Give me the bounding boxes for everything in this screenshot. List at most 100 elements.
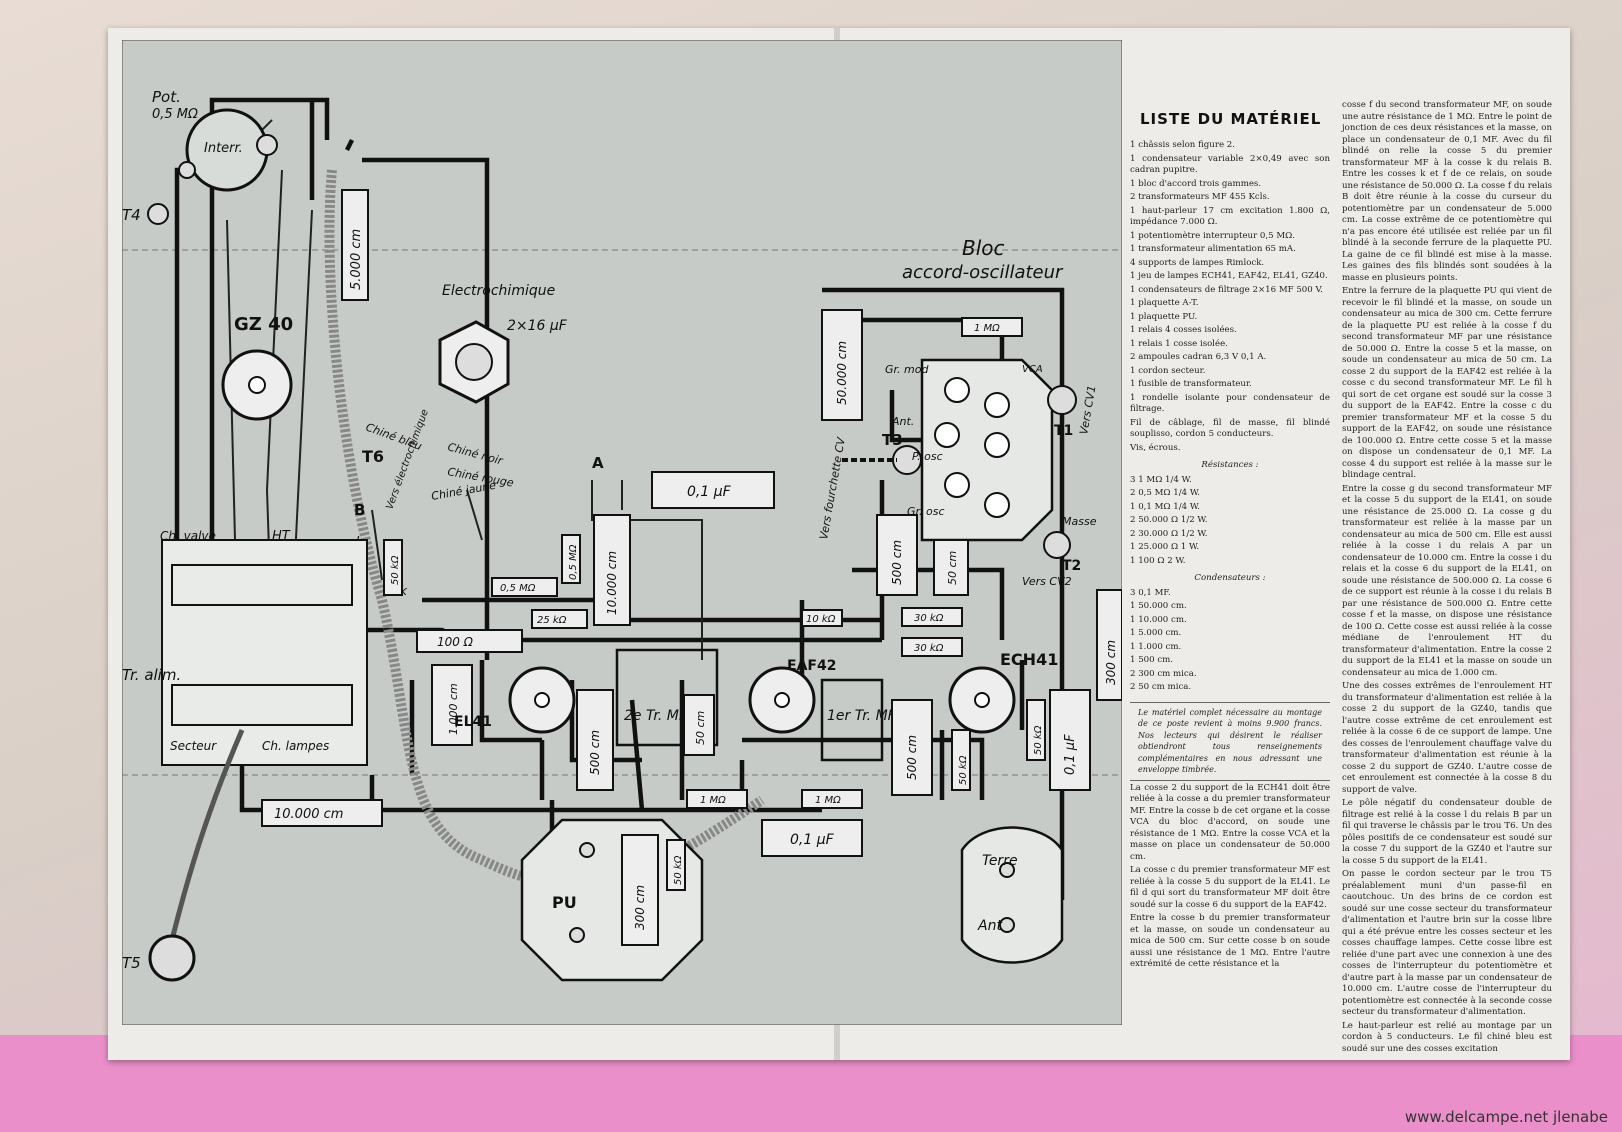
- coil-block: [920, 358, 1054, 542]
- resistor-25k-label: 25 kΩ: [537, 615, 567, 626]
- material-item: 1 bloc d'accord trois gammes.: [1130, 178, 1262, 189]
- ch-lampes-label: Ch. lampes: [262, 739, 329, 753]
- capacitor-50000cm: [821, 309, 863, 421]
- capacitor-10000cm-b: [593, 514, 631, 626]
- resistor-50k-d: [1026, 699, 1046, 761]
- capacitor-10000cm-b-label: 10.000 cm: [605, 551, 619, 615]
- resistor-10k-label: 10 kΩ: [806, 614, 836, 625]
- pot-label: Pot.: [152, 88, 181, 106]
- resistor-1m-a: [686, 789, 748, 809]
- first-if-transformer: [820, 678, 884, 762]
- capacitor-300cm-a: [621, 834, 659, 946]
- electrochimique-value: 2×16 μF: [507, 318, 568, 334]
- t1-label: T1: [1054, 423, 1073, 439]
- capacitor-50cm-b-label: 50 cm: [946, 551, 959, 585]
- capacitor-5000cm: [341, 189, 369, 301]
- condensateur-item: 2 300 cm mica.: [1130, 668, 1197, 679]
- gz40-label: GZ 40: [234, 314, 293, 335]
- ech41-label: ECH41: [1000, 650, 1058, 669]
- material-item: 2 ampoules cadran 6,3 V 0,1 A.: [1130, 352, 1267, 362]
- resistor-30k-b-label: 30 kΩ: [914, 643, 944, 654]
- ht-label: HT: [272, 529, 291, 544]
- resistor-50k-b-label: 50 kΩ: [673, 855, 684, 885]
- secteur-label: Secteur: [170, 739, 217, 753]
- article-column-1: 1 châssis selon figure 2.1 condensateur …: [1130, 140, 1330, 973]
- terre-label: Terre: [982, 853, 1018, 869]
- capacitor-500cm-b: [876, 514, 918, 596]
- capacitor-300cm-b: [1096, 589, 1122, 701]
- material-item: Vis, écrous.: [1130, 442, 1181, 453]
- capacitor-300cm-a-label: 300 cm: [633, 885, 647, 930]
- power-transformer: [161, 539, 368, 766]
- material-item: 1 jeu de lampes ECH41, EAF42, EL41, GZ40…: [1130, 271, 1328, 281]
- capacitor-10000cm-label: 10.000 cm: [274, 807, 343, 822]
- material-item: Fil de câblage, fil de masse, fil blindé…: [1130, 417, 1330, 440]
- t1-hole: [1047, 385, 1077, 415]
- article-paragraph: Entre la cosse b du premier transformate…: [1130, 913, 1330, 969]
- article-paragraph: On passe le cordon secteur par le trou T…: [1342, 869, 1552, 1017]
- interr-label: Interr.: [204, 141, 243, 156]
- capacitor-01uf-c: [1049, 689, 1091, 791]
- vers-cv2-label: Vers CV2: [1022, 575, 1072, 588]
- bloc-label: Bloc: [962, 236, 1005, 260]
- capacitor-10000cm: [261, 799, 383, 827]
- capacitor-50cm-a: [683, 694, 715, 756]
- ch-valve-label: Ch. valve: [160, 529, 216, 543]
- relay-a-label: A: [592, 454, 604, 472]
- resistor-05m-b-label: 0,5 MΩ: [568, 544, 579, 580]
- material-item: 1 transformateur alimentation 65 mA.: [1130, 244, 1296, 254]
- t4-hole: [147, 203, 169, 225]
- ant-label: Ant: [977, 918, 1002, 934]
- resistor-50k-a: [383, 539, 403, 596]
- condensateur-item: 1 5.000 cm.: [1130, 628, 1182, 638]
- mains-cord: [169, 729, 245, 941]
- condensateurs-heading: Condensateurs :: [1194, 573, 1266, 583]
- resistor-30k-a-label: 30 kΩ: [914, 613, 944, 624]
- el41-label: EL41: [454, 714, 492, 730]
- capacitor-50cm-b: [933, 539, 969, 596]
- t4-label: T4: [122, 206, 141, 224]
- resistor-1m-a-label: 1 MΩ: [700, 795, 726, 806]
- capacitor-5000cm-label: 5.000 cm: [349, 229, 364, 290]
- material-item: 1 plaquette A-T.: [1130, 298, 1199, 308]
- capacitor-500cm-a: [576, 689, 614, 791]
- resistor-100-label: 100 Ω: [437, 635, 474, 649]
- material-item: 2 transformateurs MF 455 Kcls.: [1130, 192, 1270, 202]
- material-item: 1 potentiomètre interrupteur 0,5 MΩ.: [1130, 230, 1295, 241]
- capacitor-500cm-a-label: 500 cm: [588, 730, 602, 775]
- resistor-05m-a: [491, 577, 558, 597]
- capacitor-50000cm-label: 50.000 cm: [835, 341, 849, 405]
- electrochimique-capacitor: [438, 320, 510, 404]
- article-paragraph: La cosse 2 du support de la ECH41 doit ê…: [1130, 782, 1330, 862]
- capacitor-500cm-c: [891, 699, 933, 796]
- resistor-10k: [801, 609, 843, 627]
- vca-label: VCA: [1022, 364, 1043, 375]
- resistance-item: 1 0,1 MΩ 1/4 W.: [1130, 501, 1200, 512]
- condensateur-item: 1 50.000 cm.: [1130, 601, 1187, 611]
- resistor-30k-b: [901, 637, 963, 657]
- resistor-50k-b: [666, 839, 686, 891]
- resistance-item: 3 1 MΩ 1/4 W.: [1130, 474, 1192, 485]
- electrochimique-label: Electrochimique: [442, 283, 555, 299]
- article-title: LISTE DU MATÉRIEL: [1140, 110, 1322, 128]
- potentiometer: [178, 108, 278, 192]
- eaf42-socket: [748, 666, 816, 734]
- power-transformer-terminals-bottom: [171, 684, 353, 726]
- material-item: 1 condensateurs de filtrage 2×16 MF 500 …: [1130, 284, 1323, 295]
- material-item: 1 plaquette PU.: [1130, 311, 1198, 322]
- first-if-label: 1er Tr. MF: [827, 708, 897, 724]
- eaf42-label: EAF42: [787, 658, 836, 674]
- second-if-label: 2e Tr. MF: [624, 708, 688, 724]
- resistor-50k-d-label: 50 kΩ: [1033, 725, 1044, 755]
- condensateur-item: 1 10.000 cm.: [1130, 614, 1187, 625]
- material-item: 1 condensateur variable 2×0,49 avec son …: [1130, 153, 1330, 176]
- resistance-item: 2 50.000 Ω 1/2 W.: [1130, 515, 1208, 525]
- power-transformer-terminals-top: [171, 564, 353, 606]
- resistances-heading: Résistances :: [1201, 460, 1259, 470]
- pot-value-label: 0,5 MΩ: [152, 107, 198, 122]
- resistor-25k: [531, 609, 588, 629]
- material-item: 1 rondelle isolante pour condensateur de…: [1130, 392, 1330, 415]
- article-paragraph: cosse f du second transformateur MF, on …: [1342, 100, 1552, 283]
- capacitor-500cm-c-label: 500 cm: [905, 735, 919, 780]
- price-note: Le matériel complet nécessaire au montag…: [1130, 701, 1330, 781]
